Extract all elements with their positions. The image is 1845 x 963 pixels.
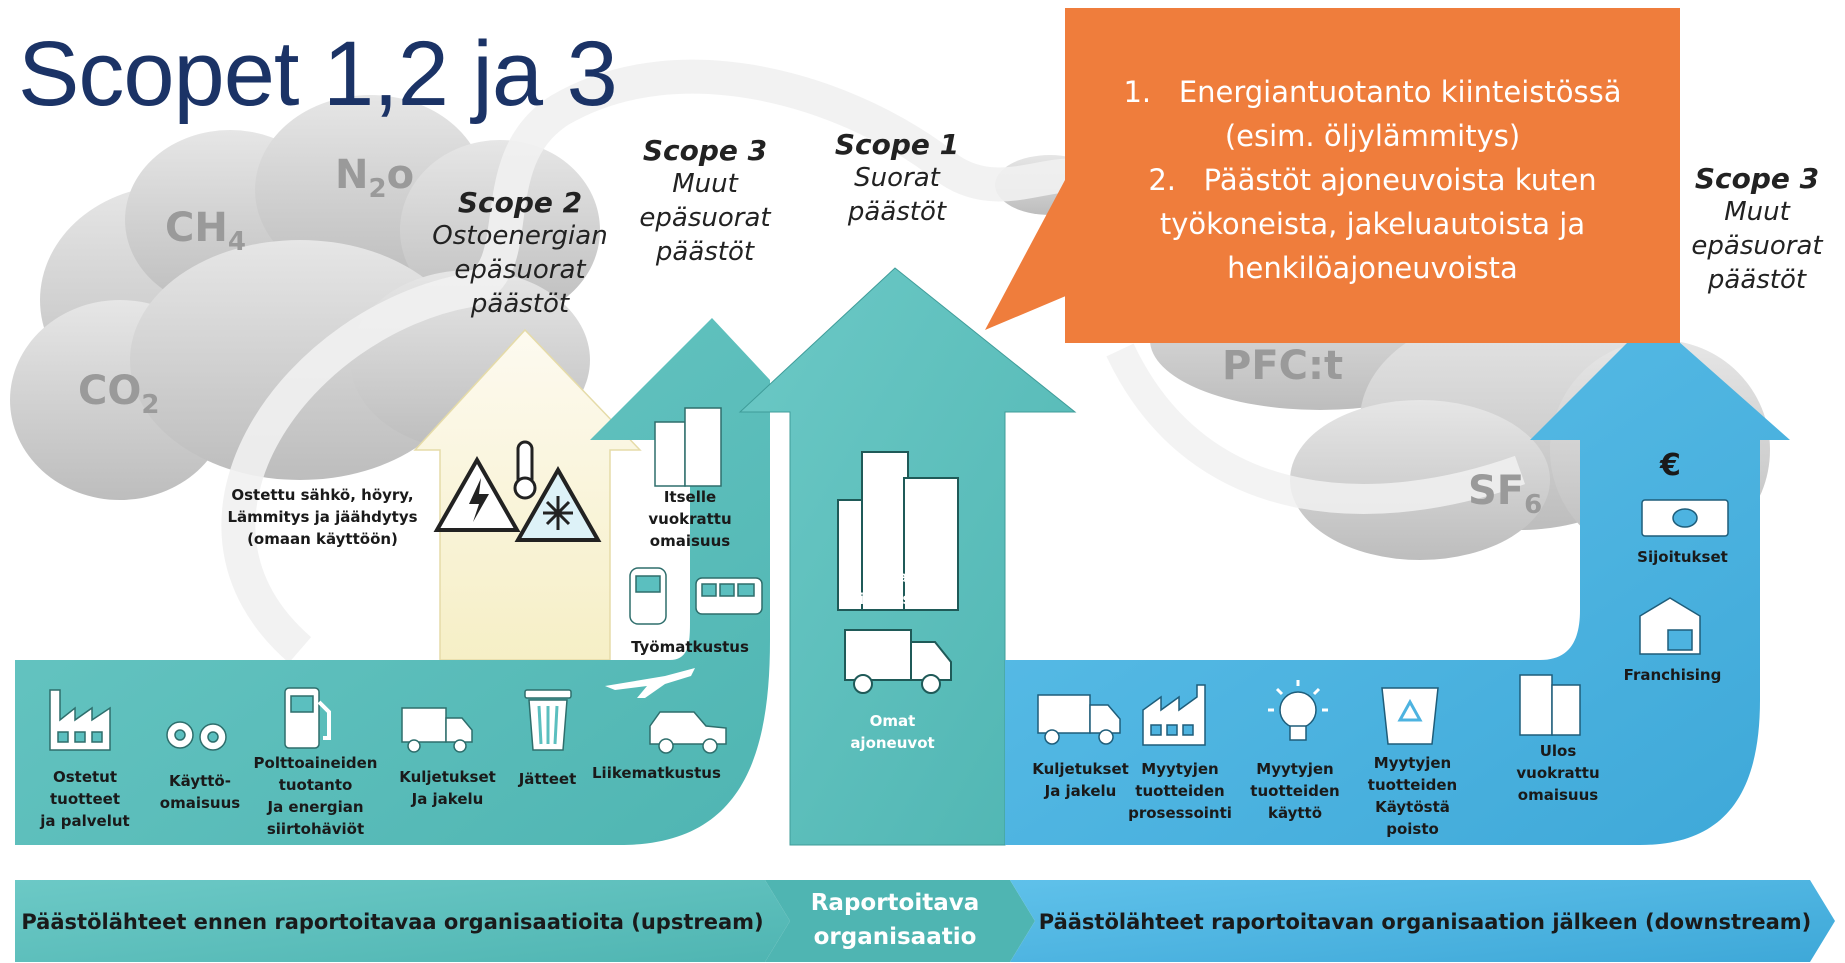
own-vehicles-icon <box>844 629 952 694</box>
band-org-shape <box>765 880 1035 962</box>
label-business-travel: Liikematkustus <box>592 764 721 782</box>
label-waste: Jätteet <box>518 770 577 788</box>
gas-sf6: SF6 <box>1468 468 1543 520</box>
gears-icon <box>166 721 227 751</box>
own-buildings-icon <box>837 451 959 611</box>
band-upstream-shape <box>15 880 790 962</box>
franchising-icon <box>1639 597 1701 655</box>
label-franchising: Franchising <box>1623 666 1722 684</box>
factory-icon <box>49 689 111 751</box>
recycle-bin-icon <box>1381 687 1439 745</box>
electricity-warning-icon <box>433 455 521 532</box>
swirl-band <box>221 59 1114 663</box>
upstream-arrow <box>15 318 770 845</box>
bus-icon <box>695 577 763 615</box>
scope2-heading: Scope 2 Ostoenergian epäsuorat päästöt <box>432 186 608 319</box>
gas-n2o: N2o <box>335 152 415 204</box>
scope3-downstream-heading: Scope 3 Muut epäsuorat päästöt <box>1691 162 1823 295</box>
thermometer-icon <box>513 440 537 500</box>
band-downstream-shape <box>1010 880 1835 962</box>
label-capital-goods: Käyttö-omaisuus <box>159 772 241 812</box>
gas-ch4: CH4 <box>165 205 246 257</box>
leased-out-building-icon <box>1519 674 1581 736</box>
lightbulb-icon <box>1268 680 1328 741</box>
airplane-icon <box>605 668 695 698</box>
train-icon <box>629 567 667 625</box>
building-icon <box>654 407 722 487</box>
label-investments: Sijoitukset <box>1637 548 1728 566</box>
scope1-heading: Scope 1 Suorat päästöt <box>834 128 960 227</box>
scope3-upstream-heading: Scope 3 Muut epäsuorat päästöt <box>639 134 771 267</box>
label-purchased-energy: Ostettu sähkö, höyry,Lämmitys ja jäähdyt… <box>227 486 418 548</box>
band-upstream-label: Päästölähteet ennen raportoitavaa organi… <box>21 910 764 934</box>
gas-co2: CO2 <box>78 368 160 420</box>
page-title: Scopet 1,2 ja 3 <box>18 23 618 125</box>
truck-icon <box>401 707 473 753</box>
snowflake-warning-icon <box>514 465 602 542</box>
callout-item-1: 1. Energiantuotanto kiinteistössä(esim. … <box>1123 75 1622 153</box>
callout-pointer <box>985 180 1080 330</box>
downstream-truck-icon <box>1037 694 1121 745</box>
trash-icon <box>524 689 572 751</box>
scope1-callout: 1. Energiantuotanto kiinteistössä(esim. … <box>1065 8 1680 343</box>
processing-factory-icon <box>1142 684 1206 746</box>
car-icon <box>649 711 727 754</box>
gas-pfc: PFC:t <box>1222 343 1344 389</box>
euro-icon: € <box>1660 448 1681 483</box>
fuel-pump-icon <box>284 687 331 749</box>
band-downstream-label: Päästölähteet raportoitavan organisaatio… <box>1038 910 1812 934</box>
label-commuting: Työmatkustus <box>631 638 749 656</box>
money-icon <box>1641 499 1729 537</box>
